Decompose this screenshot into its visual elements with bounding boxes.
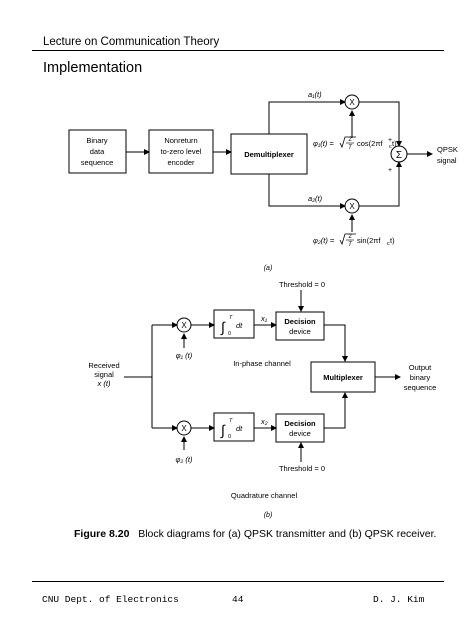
summer-symbol: Σ: [396, 150, 402, 161]
a2-label: a₂(t): [308, 194, 323, 203]
integral-lower-lower-limit: 0: [228, 434, 231, 440]
transmitter-labels: Binary data sequence Nonreturn to-zero l…: [81, 90, 458, 272]
rx-output-line2: binary: [410, 373, 431, 382]
input-label-line3: sequence: [81, 158, 114, 167]
rx-output-line1: Output: [409, 363, 432, 372]
integral-lower-dt: dt: [236, 424, 243, 433]
integral-lower-sign: ∫: [220, 422, 226, 439]
figure-caption-text: Block diagrams for (a) QPSK transmitter …: [138, 528, 437, 540]
header-rule: [32, 50, 444, 51]
integrator-upper: [213, 309, 255, 339]
part-a-label: (a): [264, 265, 273, 272]
encoder-label-line1: Nonreturn: [164, 136, 197, 145]
phi2-tail: t): [390, 236, 395, 245]
part-b-label: (b): [264, 512, 273, 519]
decision-lower-line1: Decision: [284, 419, 316, 428]
integral-upper-lower-limit: 0: [228, 331, 231, 337]
integral-upper-limit: T: [229, 315, 233, 321]
x1-label: x₁: [260, 314, 268, 323]
input-label-line2: data: [90, 147, 105, 156]
encoder-label-line3: encoder: [167, 158, 195, 167]
rx-input-line3: x (t): [97, 379, 111, 388]
encoder-label-line2: to-zero level: [161, 147, 202, 156]
phi1-tail: t): [392, 139, 397, 148]
rx-output-line3: sequence: [404, 383, 437, 392]
multiplier-upper-symbol: X: [349, 98, 355, 107]
decision-device-upper: [275, 311, 325, 341]
x2-label: x₂: [260, 417, 268, 426]
footer-author: D. J. Kim: [373, 594, 425, 605]
phi1-fc-sub: c: [389, 144, 392, 150]
rx-input-line1: Received: [88, 361, 119, 370]
section-title: Implementation: [43, 60, 143, 76]
rx-phi1-label: φ₁ (t): [176, 351, 193, 360]
header-title: Lecture on Communication Theory: [43, 36, 220, 48]
rx-mult-upper-symbol: X: [181, 321, 187, 330]
decision-upper-line1: Decision: [284, 317, 316, 326]
figure-caption-label: Figure 8.20: [74, 528, 130, 540]
integral-upper-dt: dt: [236, 321, 243, 330]
footer-rule: [32, 581, 444, 582]
phi2-fc-sub: c: [387, 241, 390, 247]
integrator-lower: [213, 412, 255, 442]
multiplier-lower-symbol: X: [349, 202, 355, 211]
phi1-sqrt-num: 2: [348, 137, 352, 143]
threshold-top-label: Threshold = 0: [279, 280, 325, 289]
demux-label: Demultiplexer: [244, 150, 294, 159]
rx-phi2-label: φ₂ (t): [176, 455, 193, 464]
rx-input-line2: signal: [94, 370, 114, 379]
plus-lower: +: [388, 167, 392, 174]
inphase-channel-label: In-phase channel: [233, 359, 291, 368]
qpsk-output-line1: QPSK: [437, 145, 458, 154]
phi1-cos: cos(2πf: [357, 139, 384, 148]
phi2-prefix: φ₂(t) =: [313, 236, 335, 245]
threshold-bottom-label: Threshold = 0: [279, 464, 325, 473]
receiver-diagram: [124, 290, 401, 462]
a1-label: a₁(t): [308, 90, 322, 99]
transmitter-diagram: [68, 94, 433, 232]
phi1-prefix: φ₁(t) =: [313, 139, 334, 148]
phi2-sqrt-den: T: [348, 242, 353, 248]
quadrature-channel-label: Quadrature channel: [231, 491, 298, 500]
decision-lower-line2: device: [289, 429, 311, 438]
rx-mult-lower-symbol: X: [181, 424, 187, 433]
integral-lower-upper-limit: T: [229, 418, 233, 424]
receiver-labels: Threshold = 0 Threshold = 0 Received sig…: [88, 280, 436, 519]
integral-upper-sign: ∫: [220, 319, 226, 336]
figure-caption: Figure 8.20 Block diagrams for (a) QPSK …: [74, 528, 436, 540]
multiplexer-label: Multiplexer: [323, 373, 363, 382]
input-label-line1: Binary: [86, 136, 108, 145]
phi1-sqrt-den: T: [348, 145, 353, 151]
footer-department: CNU Dept. of Electronics: [42, 594, 179, 605]
footer-page-number: 44: [232, 594, 244, 605]
decision-upper-line2: device: [289, 327, 311, 336]
qpsk-output-line2: signal: [437, 156, 457, 165]
phi2-sqrt-num: 2: [348, 234, 352, 240]
plus-upper: +: [388, 137, 392, 144]
phi2-sin: sin(2πf: [357, 236, 381, 245]
